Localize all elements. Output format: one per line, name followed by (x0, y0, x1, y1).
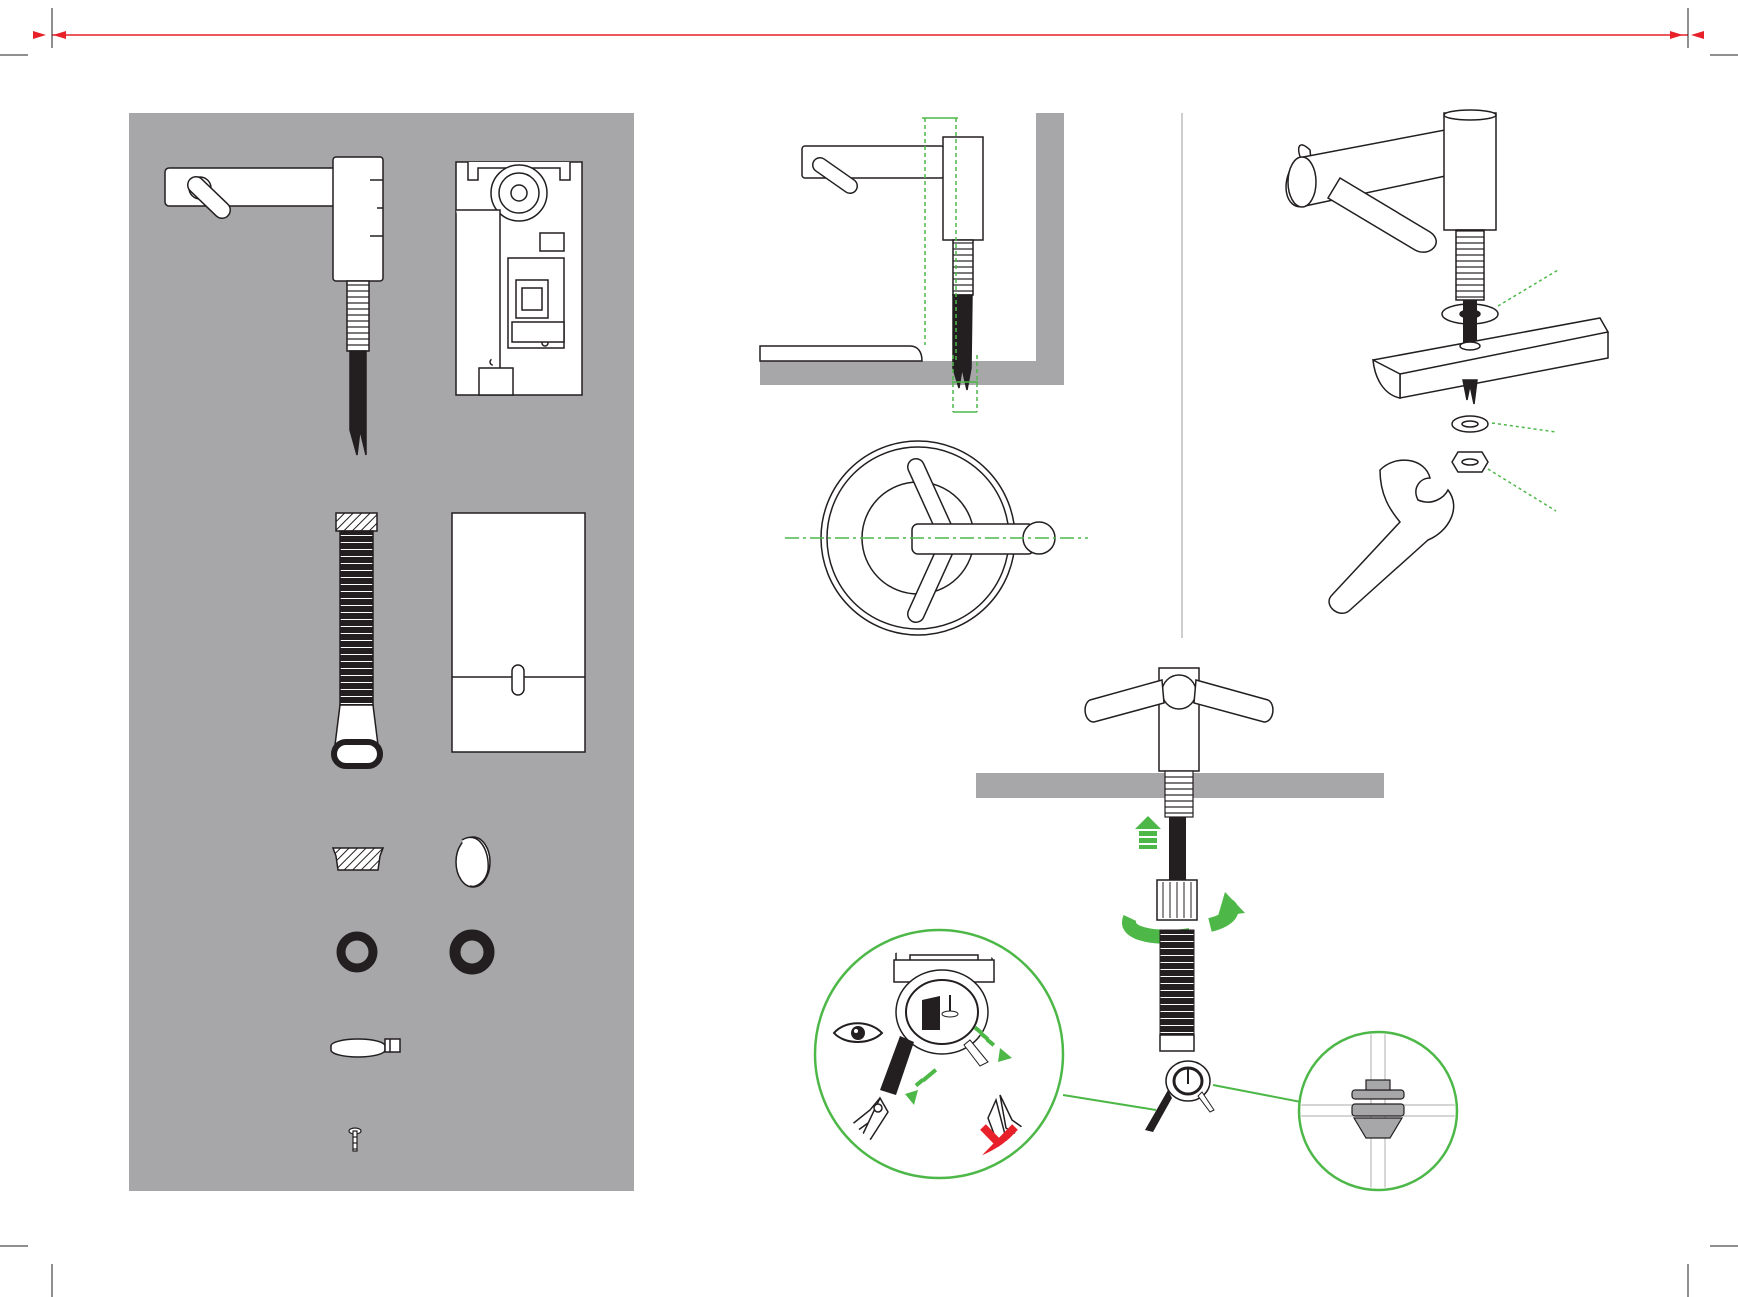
detail-cut-ties (815, 930, 1063, 1178)
detail-seal (1299, 1030, 1457, 1200)
end-cap (456, 837, 490, 887)
installation-template (452, 513, 585, 752)
control-box (456, 162, 582, 395)
filter-insert (333, 848, 383, 870)
step-tap-fixing (1286, 110, 1608, 613)
arrow-up-icon (1135, 816, 1161, 849)
parts-panel (129, 113, 634, 1191)
flexible-hose (334, 513, 380, 766)
step-cabinet-clearance (760, 113, 1064, 412)
step-top-view-alignment (785, 441, 1088, 635)
